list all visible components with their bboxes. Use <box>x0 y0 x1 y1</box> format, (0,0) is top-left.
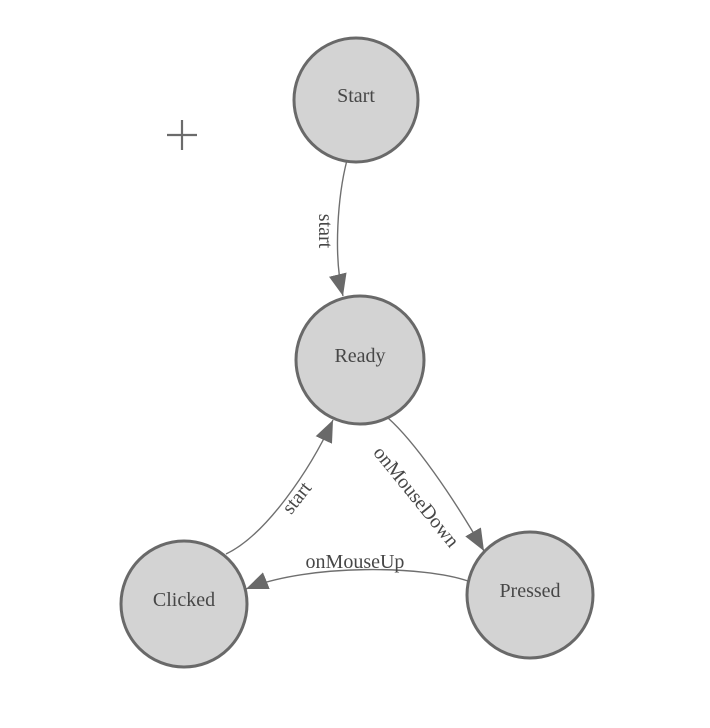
state-node-ready[interactable]: Ready <box>294 294 426 426</box>
state-node-pressed[interactable]: Pressed <box>465 530 595 660</box>
node-label-clicked: Clicked <box>153 589 215 611</box>
state-circle-ready[interactable] <box>294 294 426 426</box>
state-circle-start[interactable] <box>292 36 420 164</box>
transition-edge-ready-to-pressed[interactable] <box>387 417 485 552</box>
state-node-start[interactable]: Start <box>292 36 420 164</box>
edge-label-clicked-to-ready: start <box>278 477 317 518</box>
state-circle-clicked[interactable] <box>119 539 249 669</box>
node-label-start: Start <box>337 85 375 107</box>
state-node-clicked[interactable]: Clicked <box>119 539 249 669</box>
transition-edge-clicked-to-ready[interactable] <box>225 419 334 555</box>
state-circle-pressed[interactable] <box>465 530 595 660</box>
transition-edge-start-to-ready[interactable] <box>329 159 348 297</box>
edge-label-pressed-to-clicked: onMouseUp <box>306 551 405 573</box>
node-label-ready: Ready <box>334 345 385 367</box>
edge-label-start-to-ready: start <box>314 214 336 249</box>
transition-edge-pressed-to-clicked[interactable] <box>245 568 469 590</box>
node-label-pressed: Pressed <box>499 580 560 602</box>
edge-label-ready-to-pressed: onMouseDown <box>369 442 464 552</box>
crosshair-icon <box>167 120 197 150</box>
